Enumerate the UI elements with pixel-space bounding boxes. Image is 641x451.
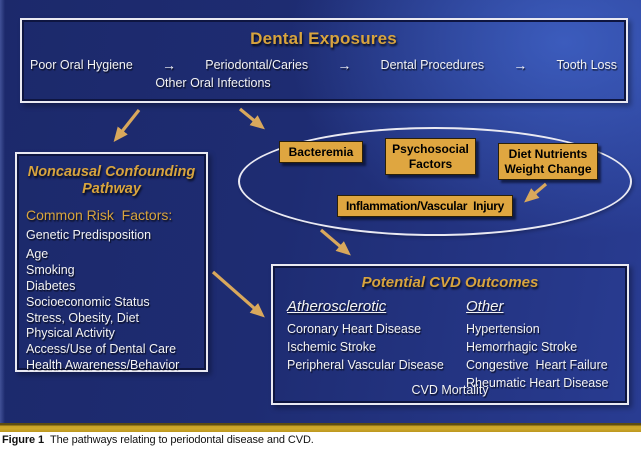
noncausal-title-line1: Noncausal Confounding <box>27 164 196 180</box>
noncausal-confounding-box: Noncausal Confounding Pathway Common Ris… <box>15 152 208 372</box>
mechanisms-ellipse <box>238 127 632 236</box>
atherosclerotic-header: Atherosclerotic <box>287 298 387 315</box>
cvd-outcome-item: Rheumatic Heart Disease <box>466 376 609 390</box>
figure-caption: Figure 1 The pathways relating to periodo… <box>2 434 639 446</box>
arrow-confounding-to-outcomes <box>211 270 265 318</box>
noncausal-confounding-title: Noncausal Confounding Pathway <box>26 164 197 197</box>
flow-item-poor-oral-hygiene: Poor Oral Hygiene <box>30 58 133 72</box>
arrow-exposures-to-confounding <box>113 109 141 143</box>
arrow-mechanisms-to-outcomes <box>319 228 351 256</box>
psychosocial-label-line1: Psychosocial <box>392 141 469 156</box>
cvd-outcomes-box: Potential CVD Outcomes Atherosclerotic C… <box>271 264 629 405</box>
cvd-mortality-label: CVD Mortality <box>411 383 489 397</box>
psychosocial-factors-box: Psychosocial Factors <box>385 138 476 175</box>
risk-factor-item: Physical Activity <box>26 326 115 341</box>
risk-factor-item: Socioeconomic Status <box>26 294 150 309</box>
cvd-outcome-item: Peripheral Vascular Disease <box>287 358 444 372</box>
dental-exposures-box: Dental Exposures Poor Oral Hygiene → Per… <box>20 18 628 103</box>
bacteremia-box: Bacteremia <box>279 141 363 163</box>
cvd-outcome-item: Congestive Heart Failure <box>466 358 608 372</box>
dental-exposures-title: Dental Exposures <box>250 29 397 48</box>
common-risk-factors-heading: Common Risk Factors: <box>26 207 173 223</box>
risk-factor-item: Stress, Obesity, Diet <box>26 310 139 325</box>
other-outcomes-column: Other Hypertension Hemorrhagic Stroke Co… <box>466 297 608 392</box>
flow-item-dental-procedures: Dental Procedures <box>380 58 485 72</box>
bacteremia-label: Bacteremia <box>288 144 354 159</box>
other-header: Other <box>466 298 504 315</box>
risk-factor-item: Diabetes <box>26 278 76 293</box>
inflammation-label: Inflammation/Vascular Injury <box>345 198 505 213</box>
diet-nutrients-box: Diet Nutrients Weight Change <box>498 143 598 180</box>
risk-factor-item: Health Awareness/Behavior <box>26 358 180 373</box>
flow-item-periodontal-caries: Periodontal/Caries <box>205 58 309 72</box>
figure-caption-label: Figure 1 <box>2 434 44 446</box>
risk-factor-item: Age <box>26 246 49 261</box>
cvd-outcome-item: Ischemic Stroke <box>287 340 376 354</box>
noncausal-title-line2: Pathway <box>82 180 141 197</box>
arrow-exposures-to-mechanisms <box>238 107 265 130</box>
psychosocial-label-line2: Factors <box>408 156 453 171</box>
risk-factor-list: Genetic Predisposition Age Smoking Diabe… <box>26 228 197 374</box>
cvd-outcome-item: Coronary Heart Disease <box>287 322 422 336</box>
diet-label-line2: Weight Change <box>504 161 592 176</box>
cvd-outcomes-title: Potential CVD Outcomes <box>361 274 539 291</box>
flow-item-tooth-loss: Tooth Loss <box>556 58 617 72</box>
inflammation-vascular-injury-box: Inflammation/Vascular Injury <box>337 195 513 217</box>
cvd-outcome-item: Hemorrhagic Stroke <box>466 340 578 354</box>
gold-divider-bar <box>0 423 641 432</box>
right-arrow-glyph: → <box>337 57 352 73</box>
cvd-outcome-item: Hypertension <box>466 322 540 336</box>
dental-exposures-flow-row: Poor Oral Hygiene → Periodontal/Caries →… <box>27 57 620 73</box>
diet-label-line1: Diet Nutrients <box>508 146 588 161</box>
risk-factor-item: Access/Use of Dental Care <box>26 342 177 357</box>
atherosclerotic-column: Atherosclerotic Coronary Heart Disease I… <box>287 297 444 374</box>
right-arrow-glyph: → <box>162 57 177 73</box>
right-arrow-glyph: → <box>513 57 528 73</box>
figure-caption-text: The pathways relating to periodontal dis… <box>50 434 314 446</box>
flow-item-other-oral-infections: Other Oral Infections <box>155 76 271 90</box>
diagram-canvas: Dental Exposures Poor Oral Hygiene → Per… <box>0 0 641 423</box>
risk-factor-item: Genetic Predisposition <box>26 228 152 242</box>
risk-factor-item: Smoking <box>26 262 75 277</box>
